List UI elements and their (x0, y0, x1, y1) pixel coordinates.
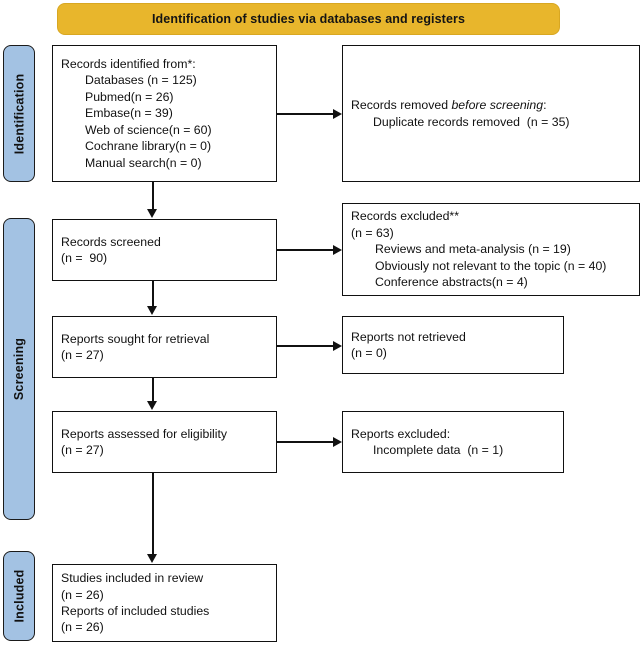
stage-tab-screening-label: Screening (12, 337, 26, 401)
reports-sought-count: (n = 27) (61, 348, 104, 362)
records-identified-cochrane: Cochrane library(n = 0) (85, 139, 212, 154)
reports-included-count: (n = 26) (61, 620, 104, 635)
records-identified-heading: Records identified from*: (61, 57, 196, 72)
connector-sought-to-assessed (152, 378, 154, 402)
box-studies-included: Studies included in review (n = 26) Repo… (52, 564, 277, 642)
diagram-header-banner: Identification of studies via databases … (57, 3, 560, 35)
stage-tab-identification-label: Identification (12, 73, 27, 154)
arrowhead-identified-to-removed (333, 108, 342, 119)
arrowhead-screened-to-sought (147, 306, 157, 315)
box-reports-assessed: Reports assessed for eligibility (n = 27… (52, 411, 277, 473)
box-records-screened: Records screened (n = 90) (52, 219, 277, 281)
connector-assessed-to-excluded (277, 441, 334, 443)
connector-sought-to-not-retrieved (277, 345, 334, 347)
reports-excluded-incomplete: Incomplete data (n = 1) (373, 443, 504, 457)
stage-tab-included: Included (3, 551, 35, 641)
connector-identified-to-screened (152, 182, 154, 210)
connector-assessed-to-included (152, 473, 154, 555)
arrowhead-assessed-to-excluded (333, 436, 342, 447)
stage-tab-screening: Screening (3, 218, 35, 520)
connector-screened-to-excluded (277, 249, 334, 251)
records-identified-pubmed: Pubmed(n = 26) (85, 89, 174, 104)
reports-assessed-label: Reports assessed for eligibility (61, 426, 228, 441)
reports-excluded-label: Reports excluded: (351, 426, 451, 441)
banner-title: Identification of studies via databases … (151, 12, 466, 26)
duplicate-records-removed: Duplicate records removed (n = 35) (373, 114, 570, 129)
reports-assessed-count: (n = 27) (61, 443, 104, 457)
arrowhead-sought-to-not-retrieved (333, 340, 342, 351)
reports-not-retrieved-label: Reports not retrieved (351, 329, 466, 344)
records-excluded-reviews: Reviews and meta-analysis (n = 19) (375, 242, 571, 257)
arrowhead-sought-to-assessed (147, 401, 157, 410)
box-reports-excluded: Reports excluded: Incomplete data (n = 1… (342, 411, 564, 473)
studies-included-count: (n = 26) (61, 587, 104, 602)
records-removed-heading-prefix: Records removed (351, 98, 452, 113)
records-identified-databases: Databases (n = 125) (85, 73, 197, 88)
box-records-identified: Records identified from*: Databases (n =… (52, 45, 277, 182)
reports-sought-label: Reports sought for retrieval (61, 331, 210, 346)
box-reports-sought: Reports sought for retrieval (n = 27) (52, 316, 277, 378)
records-excluded-conference: Conference abstracts(n = 4) (375, 275, 528, 290)
records-identified-embase: Embase(n = 39) (85, 106, 173, 121)
box-records-removed: Records removed before screening: Duplic… (342, 45, 640, 182)
records-screened-count: (n = 90) (61, 251, 108, 265)
records-excluded-count: (n = 63) (351, 225, 394, 240)
records-excluded-label: Records excluded** (351, 209, 460, 224)
reports-included-label: Reports of included studies (61, 604, 210, 618)
studies-included-label: Studies included in review (61, 571, 204, 586)
reports-not-retrieved-count: (n = 0) (351, 346, 387, 360)
stage-tab-included-label: Included (12, 569, 26, 623)
arrowhead-screened-to-excluded (333, 244, 342, 255)
records-identified-manual-search: Manual search(n = 0) (85, 155, 202, 170)
records-removed-heading-suffix: : (543, 98, 547, 113)
records-excluded-not-relevant: Obviously not relevant to the topic (n =… (375, 258, 607, 273)
records-identified-web-of-science: Web of science(n = 60) (85, 122, 212, 137)
connector-screened-to-sought (152, 281, 154, 307)
stage-tab-identification: Identification (3, 45, 35, 182)
arrowhead-assessed-to-included (147, 554, 157, 563)
box-records-excluded: Records excluded** (n = 63) Reviews and … (342, 203, 640, 296)
records-screened-label: Records screened (61, 234, 161, 249)
box-reports-not-retrieved: Reports not retrieved (n = 0) (342, 316, 564, 374)
records-removed-heading-italic: before screening (451, 98, 544, 113)
records-removed-heading: Records removed before screening: (351, 97, 631, 113)
arrowhead-identified-to-screened (147, 209, 157, 218)
connector-identified-to-removed (277, 113, 334, 115)
